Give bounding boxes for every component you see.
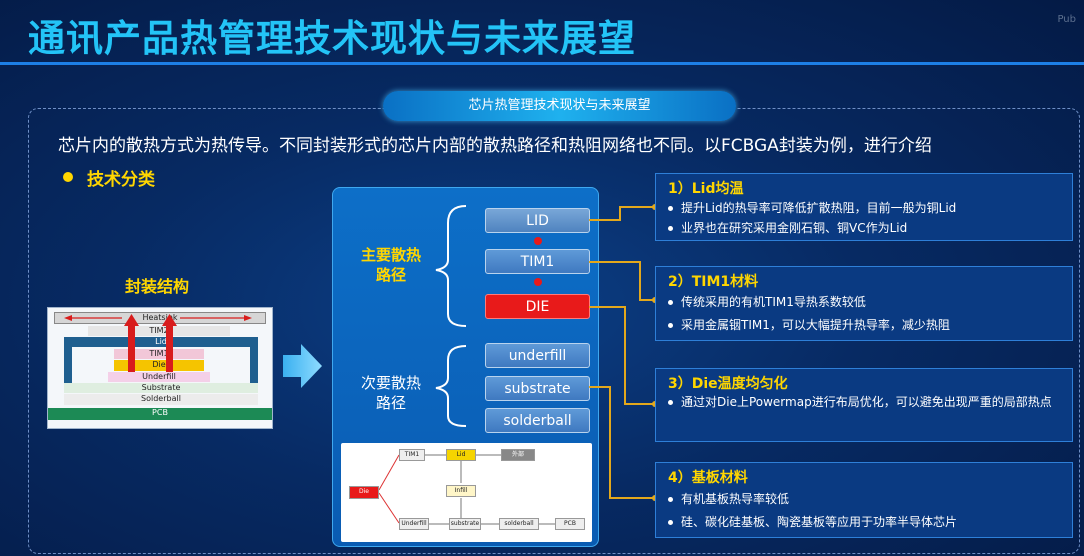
- primary-path-label-line2: 路径: [375, 266, 406, 284]
- card-item: 传统采用的有机TIM1导热系数较低: [668, 293, 866, 310]
- path-connector-dot: [534, 278, 542, 286]
- network-node-infill: Infill: [446, 485, 476, 497]
- bullet-icon: [63, 172, 73, 182]
- card-item: 采用金属铟TIM1，可以大幅提升热导率，减少热阻: [668, 316, 950, 333]
- lid-wall-right: [250, 347, 258, 393]
- network-node-external: 外部: [501, 449, 535, 461]
- page-title: 通讯产品热管理技术现状与未来展望: [28, 17, 636, 60]
- card-item-text: 有机基板热导率较低: [681, 492, 790, 506]
- card-title: 1）Lid均温: [668, 181, 744, 197]
- card-item: 有机基板热导率较低: [668, 490, 789, 507]
- bullet-icon: [668, 300, 673, 305]
- info-card-substrate: 4）基板材料 有机基板热导率较低 硅、碳化硅基板、陶瓷基板等应用于功率半导体芯片: [655, 462, 1073, 538]
- layer-tim1: TIM1: [114, 349, 204, 359]
- bullet-icon: [668, 400, 673, 405]
- primary-path-label: 主要散热 路径: [351, 245, 431, 285]
- network-links: [378, 454, 555, 525]
- network-node-underfill: Underfill: [399, 518, 429, 530]
- lid-wall-left: [64, 347, 72, 393]
- path-box-lid: LID: [485, 208, 590, 233]
- info-card-tim1: 2）TIM1材料 传统采用的有机TIM1导热系数较低 采用金属铟TIM1，可以大…: [655, 266, 1073, 341]
- card-item: 提升Lid的热导率可降低扩散热阻，目前一般为铜Lid: [668, 199, 956, 216]
- layer-lid: Lid: [64, 337, 258, 347]
- package-diagram: Heatsink TIM2 Lid TIM1 Die Underfill Sub…: [47, 307, 273, 429]
- path-box-tim1: TIM1: [485, 249, 590, 274]
- bullet-icon: [668, 206, 673, 211]
- secondary-path-label-line2: 路径: [375, 394, 406, 412]
- layer-underfill: Underfill: [108, 372, 210, 382]
- subtitle-banner: 芯片热管理技术现状与未来展望: [383, 91, 736, 121]
- layer-substrate: Substrate: [64, 383, 258, 393]
- flow-arrow-icon: [283, 344, 322, 388]
- card-item: 业界也在研究采用金刚石铜、铜VC作为Lid: [668, 219, 907, 236]
- card-item-text: 通过对Die上Powermap进行布局优化，可以避免出现严重的局部热点: [681, 395, 1052, 409]
- secondary-path-label-line1: 次要散热: [360, 374, 421, 392]
- header-divider: [0, 62, 1084, 65]
- card-item: 硅、碳化硅基板、陶瓷基板等应用于功率半导体芯片: [668, 513, 957, 530]
- network-node-solderball: solderball: [499, 518, 539, 530]
- card-item: 通过对Die上Powermap进行布局优化，可以避免出现严重的局部热点: [668, 393, 1068, 412]
- network-node-pcb: PCB: [555, 518, 585, 530]
- secondary-path-label: 次要散热 路径: [351, 373, 431, 413]
- card-item-text: 采用金属铟TIM1，可以大幅提升热导率，减少热阻: [681, 318, 950, 332]
- heat-arrows: [64, 314, 252, 372]
- layer-heatsink: Heatsink: [54, 312, 266, 324]
- card-item-text: 业界也在研究采用金刚石铜、铜VC作为Lid: [681, 221, 908, 235]
- card-title: 3）Die温度均匀化: [668, 376, 788, 392]
- layer-pcb: PCB: [48, 408, 272, 420]
- card-title: 4）基板材料: [668, 470, 748, 486]
- info-card-lid: 1）Lid均温 提升Lid的热导率可降低扩散热阻，目前一般为铜Lid 业界也在研…: [655, 173, 1073, 241]
- card-title: 2）TIM1材料: [668, 274, 759, 290]
- card-item-text: 硅、碳化硅基板、陶瓷基板等应用于功率半导体芯片: [681, 515, 958, 529]
- section-label: 技术分类: [87, 170, 155, 190]
- path-connector-dot: [534, 237, 542, 245]
- path-box-substrate: substrate: [485, 376, 590, 401]
- path-box-die: DIE: [485, 294, 590, 319]
- thermal-resistance-network: TIM1 Lid 外部 Die Infill Underfill substra…: [341, 443, 592, 542]
- network-node-die: Die: [349, 486, 379, 499]
- bullet-icon: [668, 497, 673, 502]
- path-box-underfill: underfill: [485, 343, 590, 368]
- network-node-lid: Lid: [446, 449, 476, 461]
- network-node-tim1: TIM1: [399, 449, 425, 461]
- bullet-icon: [668, 323, 673, 328]
- layer-solderball: Solderball: [64, 394, 258, 405]
- bullet-icon: [668, 226, 673, 231]
- intro-text: 芯片内的散热方式为热传导。不同封装形式的芯片内部的散热路径和热阻网络也不同。以F…: [58, 136, 932, 156]
- layer-tim2: TIM2: [88, 326, 230, 336]
- path-brackets: [435, 205, 467, 427]
- card-item-text: 提升Lid的热导率可降低扩散热阻，目前一般为铜Lid: [681, 201, 957, 215]
- network-node-substrate: substrate: [449, 518, 481, 530]
- path-box-solderball: solderball: [485, 408, 590, 433]
- card-item-text: 传统采用的有机TIM1导热系数较低: [681, 295, 866, 309]
- watermark: Pub: [1057, 14, 1076, 25]
- bullet-icon: [668, 520, 673, 525]
- package-label: 封装结构: [125, 277, 190, 296]
- primary-path-label-line1: 主要散热: [360, 246, 421, 264]
- info-card-die: 3）Die温度均匀化 通过对Die上Powermap进行布局优化，可以避免出现严…: [655, 368, 1073, 442]
- layer-die: Die: [114, 360, 204, 371]
